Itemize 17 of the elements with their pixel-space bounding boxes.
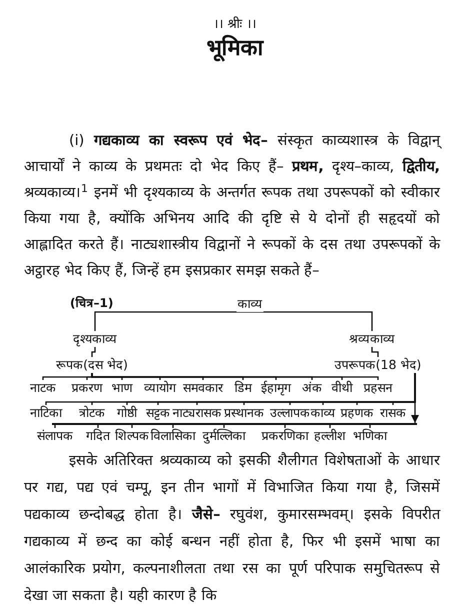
tree-term: ईहामृग bbox=[260, 380, 292, 396]
paragraph: (i) गद्यकाव्य का स्वरूप एवं भेद– संस्कृत काव्यशास्त्र के विद्वान् आचार्यों ने काव्य के प्रथमतः दो भेद किए हैं– प्रथम, दृश्य–काव्य, द्वितीय, श्रव्यकाव्य।$^{1}$ इनमें भी दृश्यकाव्य के अन्तर्गत रूपक तथा उपरूपकों को स्वीकार किया गया है, क्योंकि अभिनय आदि की दृष्टि से ये दोनों ही सहृदयों को आह्लादित करते हैं। नाट्यशास्त्रीय विद्वानों ने रूपकों के दस तथा उपरूपकों के अट्ठारह भेद किए हैं, जिन्हें हम इसप्रकार समझ सकते हैं– bbox=[24, 130, 440, 281]
connector-line bbox=[249, 311, 373, 331]
figure-label: (चित्र–1) bbox=[70, 296, 114, 310]
page-title: भूमिका bbox=[206, 34, 264, 64]
tree-term: रूपक(दस भेद) bbox=[55, 357, 129, 373]
connector-line bbox=[91, 373, 379, 380]
connector-line bbox=[91, 347, 96, 357]
paragraph: इसके अतिरिक्त श्रव्यकाव्य को इसकी शैलीगत विशेषताओं के आधार पर गद्य, पद्य एवं चम्पू, इन तीन भागों में विभाजित किया गया है, जिसमें पद्यकाव्य छन्दोबद्ध होता है। जैसे– रघुवंश, कुमारसम्भवम्। इसके विपरीत गद्यकाव्य में छन्द का कोई बन्धन नहीं होता है, फिर भी इसमें भाषा का आलंकारिक प्रयोग, कल्पनाशीलता तथा रस का पूर्ण परिपाक समुचितरूप से देखा जा सकता है। यही कारण है कि bbox=[24, 451, 440, 606]
tree-term: उपरूपक(18 भेद) bbox=[334, 357, 422, 373]
tree-term: हल्लीश bbox=[313, 428, 347, 444]
connector-line bbox=[94, 311, 251, 331]
connector-line bbox=[371, 347, 379, 357]
tree-term: दुर्मल्लिका bbox=[202, 428, 246, 444]
tree-term: गदित bbox=[85, 428, 111, 444]
connector-line bbox=[411, 373, 419, 423]
invocation-text: ।। श्रीः ।। bbox=[213, 16, 257, 34]
